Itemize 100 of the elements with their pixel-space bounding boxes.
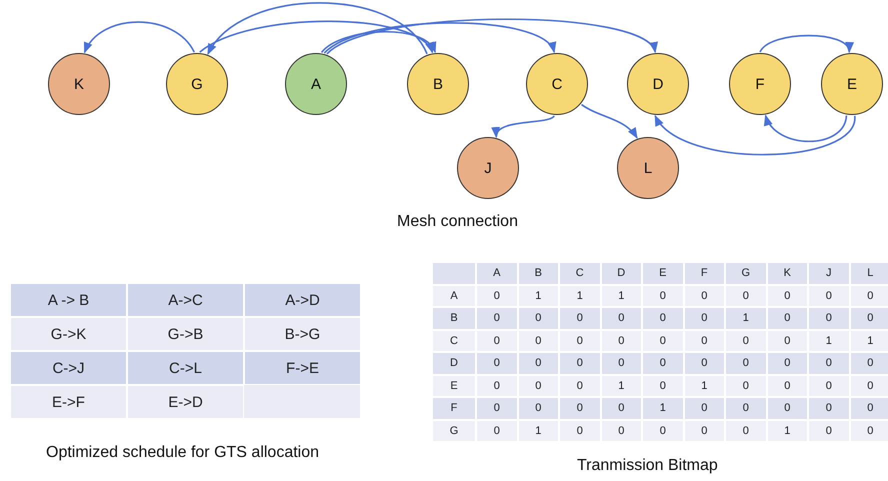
arrow — [654, 114, 856, 156]
schedule-entry: A->D — [244, 283, 361, 317]
mesh-node: F — [729, 53, 791, 115]
mesh-node: E — [821, 53, 883, 115]
bit-value: 0 — [766, 397, 808, 420]
bit-value: 0 — [766, 307, 808, 330]
bit-value: 0 — [600, 420, 642, 442]
bit-value: 0 — [850, 284, 888, 307]
bit-value: 0 — [808, 284, 850, 307]
bit-value: 0 — [476, 374, 518, 397]
bit-value: 0 — [725, 284, 766, 307]
column-header: C — [559, 262, 600, 284]
bit-value: 0 — [518, 397, 559, 420]
caption: Tranmission Bitmap — [577, 457, 718, 475]
bit-value: 0 — [642, 420, 684, 442]
bit-value: 0 — [725, 352, 766, 374]
bit-value: 1 — [725, 307, 766, 330]
bit-value: 0 — [518, 352, 559, 374]
bit-value: 0 — [808, 307, 850, 330]
row-header: A — [432, 284, 476, 307]
bit-value: 0 — [559, 352, 600, 374]
bit-value: 0 — [684, 284, 725, 307]
row-header: C — [432, 330, 476, 352]
arrow — [764, 114, 848, 142]
bit-value: 0 — [559, 397, 600, 420]
bit-value: 0 — [808, 374, 850, 397]
bit-value: 0 — [559, 374, 600, 397]
bit-value: 1 — [850, 330, 888, 352]
mesh-node: A — [285, 53, 347, 115]
bit-value: 0 — [684, 307, 725, 330]
schedule-entry: C->J — [10, 351, 127, 385]
bit-value: 0 — [600, 397, 642, 420]
bit-value: 0 — [518, 307, 559, 330]
mesh-node: B — [407, 53, 469, 115]
mesh-node: K — [48, 53, 110, 115]
bit-value: 1 — [808, 330, 850, 352]
bit-value: 0 — [559, 330, 600, 352]
column-header: F — [684, 262, 725, 284]
bit-value: 0 — [476, 284, 518, 307]
bit-value: 0 — [808, 352, 850, 374]
caption: Optimized schedule for GTS allocation — [46, 444, 320, 462]
bit-value: 0 — [642, 284, 684, 307]
bit-value: 1 — [684, 374, 725, 397]
arrow — [326, 18, 656, 55]
schedule-entry: F->E — [244, 351, 361, 385]
bit-value: 0 — [559, 307, 600, 330]
bit-value: 0 — [850, 307, 888, 330]
bit-value: 0 — [476, 307, 518, 330]
arrow — [324, 22, 555, 54]
bit-value: 0 — [766, 330, 808, 352]
bit-value: 0 — [559, 420, 600, 442]
arrow — [581, 104, 638, 139]
bit-value: 0 — [642, 352, 684, 374]
bit-value: 0 — [725, 397, 766, 420]
column-header: G — [725, 262, 766, 284]
column-header: J — [808, 262, 850, 284]
bit-value: 0 — [684, 420, 725, 442]
schedule-entry: E->D — [127, 385, 244, 419]
bit-value: 0 — [600, 352, 642, 374]
bit-value: 0 — [642, 374, 684, 397]
arrow — [207, 2, 428, 55]
bit-value: 0 — [850, 420, 888, 442]
bit-value: 0 — [850, 352, 888, 374]
bit-value: 0 — [476, 397, 518, 420]
bit-value: 0 — [642, 330, 684, 352]
arrow — [199, 20, 434, 54]
bit-value: 0 — [518, 330, 559, 352]
mesh-node: C — [526, 53, 588, 115]
mesh-node: G — [166, 53, 228, 115]
schedule-entry: C->L — [127, 351, 244, 385]
bit-value: 0 — [518, 374, 559, 397]
row-header: G — [432, 420, 476, 442]
bit-value: 0 — [766, 374, 808, 397]
bit-value: 1 — [559, 284, 600, 307]
column-header: K — [766, 262, 808, 284]
row-header: F — [432, 397, 476, 420]
bit-value: 0 — [725, 330, 766, 352]
schedule-entry: E->F — [10, 385, 127, 419]
bit-value: 1 — [600, 284, 642, 307]
schedule-entry: B->G — [244, 317, 361, 351]
bit-value: 0 — [600, 307, 642, 330]
arrow — [494, 115, 555, 138]
schedule-entry: A -> B — [10, 283, 127, 317]
column-header: A — [476, 262, 518, 284]
caption: Mesh connection — [397, 213, 518, 231]
bit-value: 1 — [518, 420, 559, 442]
column-header: B — [518, 262, 559, 284]
mesh-node: J — [457, 137, 519, 199]
bit-value: 0 — [476, 352, 518, 374]
schedule-entry: A->C — [127, 283, 244, 317]
mesh-node: L — [617, 137, 679, 199]
bit-value: 0 — [808, 397, 850, 420]
column-header: D — [600, 262, 642, 284]
bit-value: 0 — [850, 397, 888, 420]
bit-value: 0 — [766, 284, 808, 307]
bit-value: 0 — [684, 352, 725, 374]
column-header: E — [642, 262, 684, 284]
bit-value: 0 — [642, 307, 684, 330]
bit-value: 0 — [600, 330, 642, 352]
bit-value: 0 — [476, 330, 518, 352]
